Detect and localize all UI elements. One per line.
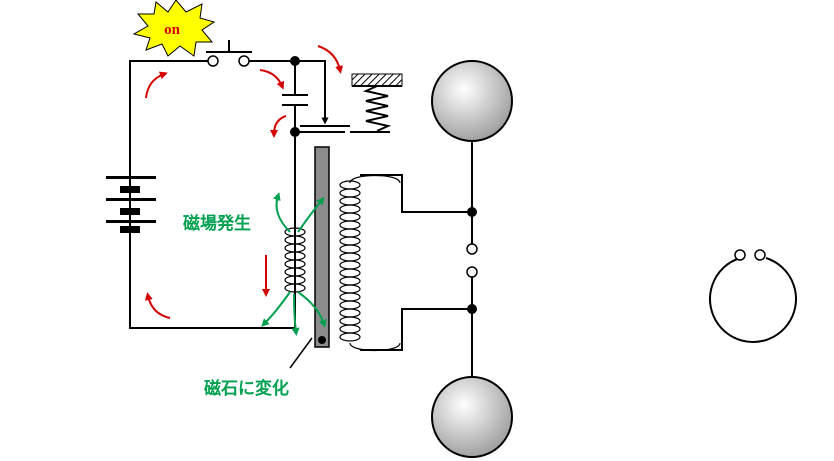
bell-bottom — [431, 376, 513, 458]
secondary-wires — [360, 140, 473, 380]
secondary-coil — [339, 174, 401, 352]
on-label: on — [164, 22, 181, 38]
battery — [106, 175, 156, 233]
circuit-wires — [129, 60, 345, 329]
leader-line — [289, 337, 313, 369]
push-switch[interactable] — [206, 40, 252, 67]
magnetic-field-arrows — [261, 192, 327, 336]
bell-top — [431, 60, 513, 142]
contact-spring — [300, 73, 403, 133]
current-arrows — [144, 45, 344, 319]
primary-coil — [284, 227, 306, 293]
becomes-magnet-label: 磁石に変化 — [204, 378, 289, 398]
magnetic-field-label: 磁場発生 — [183, 213, 251, 233]
ring-terminal — [709, 249, 797, 343]
capacitor — [282, 94, 308, 106]
bell-terminals — [466, 207, 478, 314]
junction-dots — [290, 56, 300, 137]
on-starburst: on — [132, 0, 216, 57]
